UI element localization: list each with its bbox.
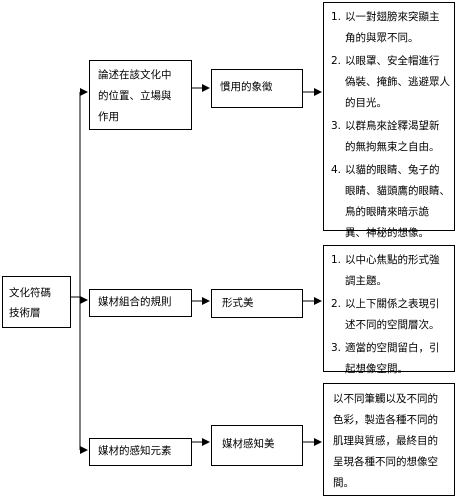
category-2-line-1: 媒材組合的規則 [98, 296, 172, 308]
detail-1-item-2-line-1: 以眼罩、安全帽進行 [345, 55, 440, 67]
concept-node-3: 媒材感知美 [211, 425, 303, 466]
detail-1-item-2-num: 2. [331, 55, 342, 67]
detail-1-item-4: 4. 以貓的眼睛、兔子的 眼睛、貓頭鷹的眼睛、 鳥的眼睛來暗示詭 異、神秘的想像… [331, 160, 450, 244]
concept-node-2: 形式美 [211, 289, 303, 318]
concept-2-label: 形式美 [222, 297, 254, 309]
detail-1-item-3: 3. 以群鳥來詮釋渴望新 的無拘無束之自由。 [331, 116, 450, 158]
detail-node-1: 1. 以一對翅膀來突顯主 角的與眾不同。 2. 以眼罩、安全帽進行 偽裝、掩飾、… [323, 2, 455, 239]
detail-1-item-4-line-1: 以貓的眼睛、兔子的 [345, 164, 440, 176]
root-label-line-1: 文化符碼 [9, 287, 51, 299]
detail-2-item-2-line-1: 以上下關係之表現引 [345, 298, 440, 310]
detail-2-item-3-line-1: 適當的空間留白，引 [345, 342, 440, 354]
detail-3-line-2: 色彩，製造各種不同的 [333, 414, 438, 426]
detail-1-item-2: 2. 以眼罩、安全帽進行 偽裝、掩飾、逃避眾人 的目光。 [331, 51, 450, 114]
detail-2-item-1-line-1: 以中心焦點的形式強 [345, 254, 440, 266]
category-node-1: 論述在該文化中 的位置、立場與 作用 [89, 60, 192, 130]
detail-1-item-2-line-2: 偽裝、掩飾、逃避眾人 [345, 76, 450, 88]
category-node-3: 媒材的感知元素 [89, 438, 192, 466]
category-3-line-1: 媒材的感知元素 [98, 445, 172, 457]
category-1-line-3: 作用 [98, 111, 119, 123]
category-1-line-2: 的位置、立場與 [98, 90, 172, 102]
detail-3-line-4: 呈現各種不同的想像空 [333, 456, 438, 468]
category-1-line-1: 論述在該文化中 [98, 69, 172, 81]
detail-node-2: 1. 以中心焦點的形式強 調主題。 2. 以上下關係之表現引 述不同的空間層次。… [323, 245, 455, 375]
concept-3-label: 媒材感知美 [222, 438, 275, 450]
detail-1-item-4-line-2: 眼睛、貓頭鷹的眼睛、 [345, 185, 450, 197]
concept-1-label: 慣用的象徵 [220, 81, 273, 93]
detail-2-item-2: 2. 以上下關係之表現引 述不同的空間層次。 [331, 294, 450, 336]
concept-node-1: 慣用的象徵 [211, 69, 303, 108]
detail-2-item-2-line-2: 述不同的空間層次。 [345, 319, 440, 331]
root-label-line-2: 技術層 [9, 307, 41, 319]
detail-1-item-4-num: 4. [331, 164, 342, 176]
detail-1-item-4-line-4: 異、神秘的想像。 [345, 227, 429, 239]
category-node-2: 媒材組合的規則 [89, 289, 192, 317]
detail-node-3: 以不同筆觸以及不同的 色彩，製造各種不同的 肌理與質感，最終目的 呈現各種不同的… [323, 383, 455, 496]
detail-3-line-5: 間。 [333, 477, 354, 489]
detail-1-item-1-line-1: 以一對翅膀來突顯主 [345, 11, 440, 23]
detail-1-item-4-line-3: 鳥的眼睛來暗示詭 [345, 206, 429, 218]
detail-1-item-3-line-2: 的無拘無束之自由。 [345, 141, 440, 153]
detail-2-item-3-line-2: 起想像空間。 [345, 363, 408, 375]
detail-1-item-1-num: 1. [331, 11, 342, 23]
detail-2-item-1: 1. 以中心焦點的形式強 調主題。 [331, 250, 450, 292]
root-node: 文化符碼 技術層 [2, 276, 71, 328]
detail-3-line-3: 肌理與質感，最終目的 [333, 435, 438, 447]
detail-1-list: 1. 以一對翅膀來突顯主 角的與眾不同。 2. 以眼罩、安全帽進行 偽裝、掩飾、… [331, 7, 450, 244]
detail-1-item-3-num: 3. [331, 120, 342, 132]
detail-2-item-1-num: 1. [331, 254, 342, 266]
detail-2-list: 1. 以中心焦點的形式強 調主題。 2. 以上下關係之表現引 述不同的空間層次。… [331, 250, 450, 380]
detail-2-item-2-num: 2. [331, 298, 342, 310]
detail-1-item-1: 1. 以一對翅膀來突顯主 角的與眾不同。 [331, 7, 450, 49]
detail-3-line-1: 以不同筆觸以及不同的 [333, 393, 438, 405]
detail-2-item-3: 3. 適當的空間留白，引 起想像空間。 [331, 338, 450, 380]
detail-1-item-2-line-3: 的目光。 [345, 97, 387, 109]
detail-2-item-1-line-2: 調主題。 [345, 275, 387, 287]
detail-2-item-3-num: 3. [331, 342, 342, 354]
detail-1-item-1-line-2: 角的與眾不同。 [345, 32, 419, 44]
detail-1-item-3-line-1: 以群鳥來詮釋渴望新 [345, 120, 440, 132]
